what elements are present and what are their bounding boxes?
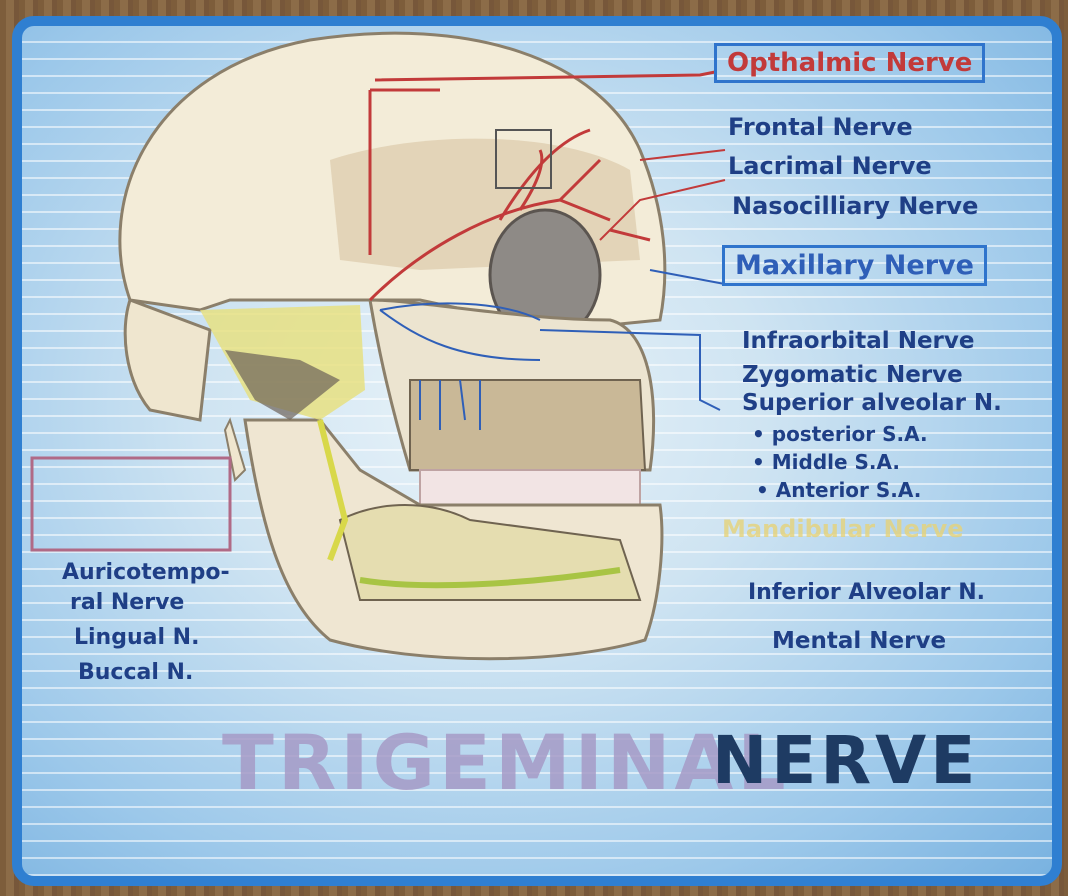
label-anterior-sa: • Anterior S.A.: [756, 478, 921, 502]
label-frontal-nerve: Frontal Nerve: [728, 113, 913, 141]
label-mandibular-nerve: Mandibular Nerve: [722, 515, 964, 543]
label-auriculotemporal-1: Auricotempo-: [62, 560, 230, 585]
occipital: [125, 300, 210, 420]
label-middle-sa: • Middle S.A.: [752, 450, 900, 474]
label-maxillary-nerve: Maxillary Nerve: [722, 245, 987, 286]
label-auriculotemporal-2: ral Nerve: [70, 590, 184, 615]
label-lacrimal-nerve: Lacrimal Nerve: [728, 152, 932, 180]
label-ophthalmic-nerve: Opthalmic Nerve: [714, 43, 985, 83]
label-infraorbital-nerve: Infraorbital Nerve: [742, 328, 974, 354]
label-superior-alveolar: Superior alveolar N.: [742, 390, 1002, 416]
label-posterior-sa: • posterior S.A.: [752, 422, 928, 446]
title-trigeminal: TRIGEMINAL: [222, 718, 790, 807]
label-lingual-nerve: Lingual N.: [74, 625, 199, 650]
empty-label-box: [32, 458, 230, 550]
label-inferior-alveolar: Inferior Alveolar N.: [748, 580, 985, 605]
label-mental-nerve: Mental Nerve: [772, 628, 946, 654]
title-nerve: NERVE: [712, 722, 979, 799]
label-nasocilliary-nerve: Nasocilliary Nerve: [732, 192, 978, 220]
label-buccal-nerve: Buccal N.: [78, 660, 193, 685]
upper-teeth: [410, 380, 645, 470]
label-zygomatic-nerve: Zygomatic Nerve: [742, 362, 963, 388]
